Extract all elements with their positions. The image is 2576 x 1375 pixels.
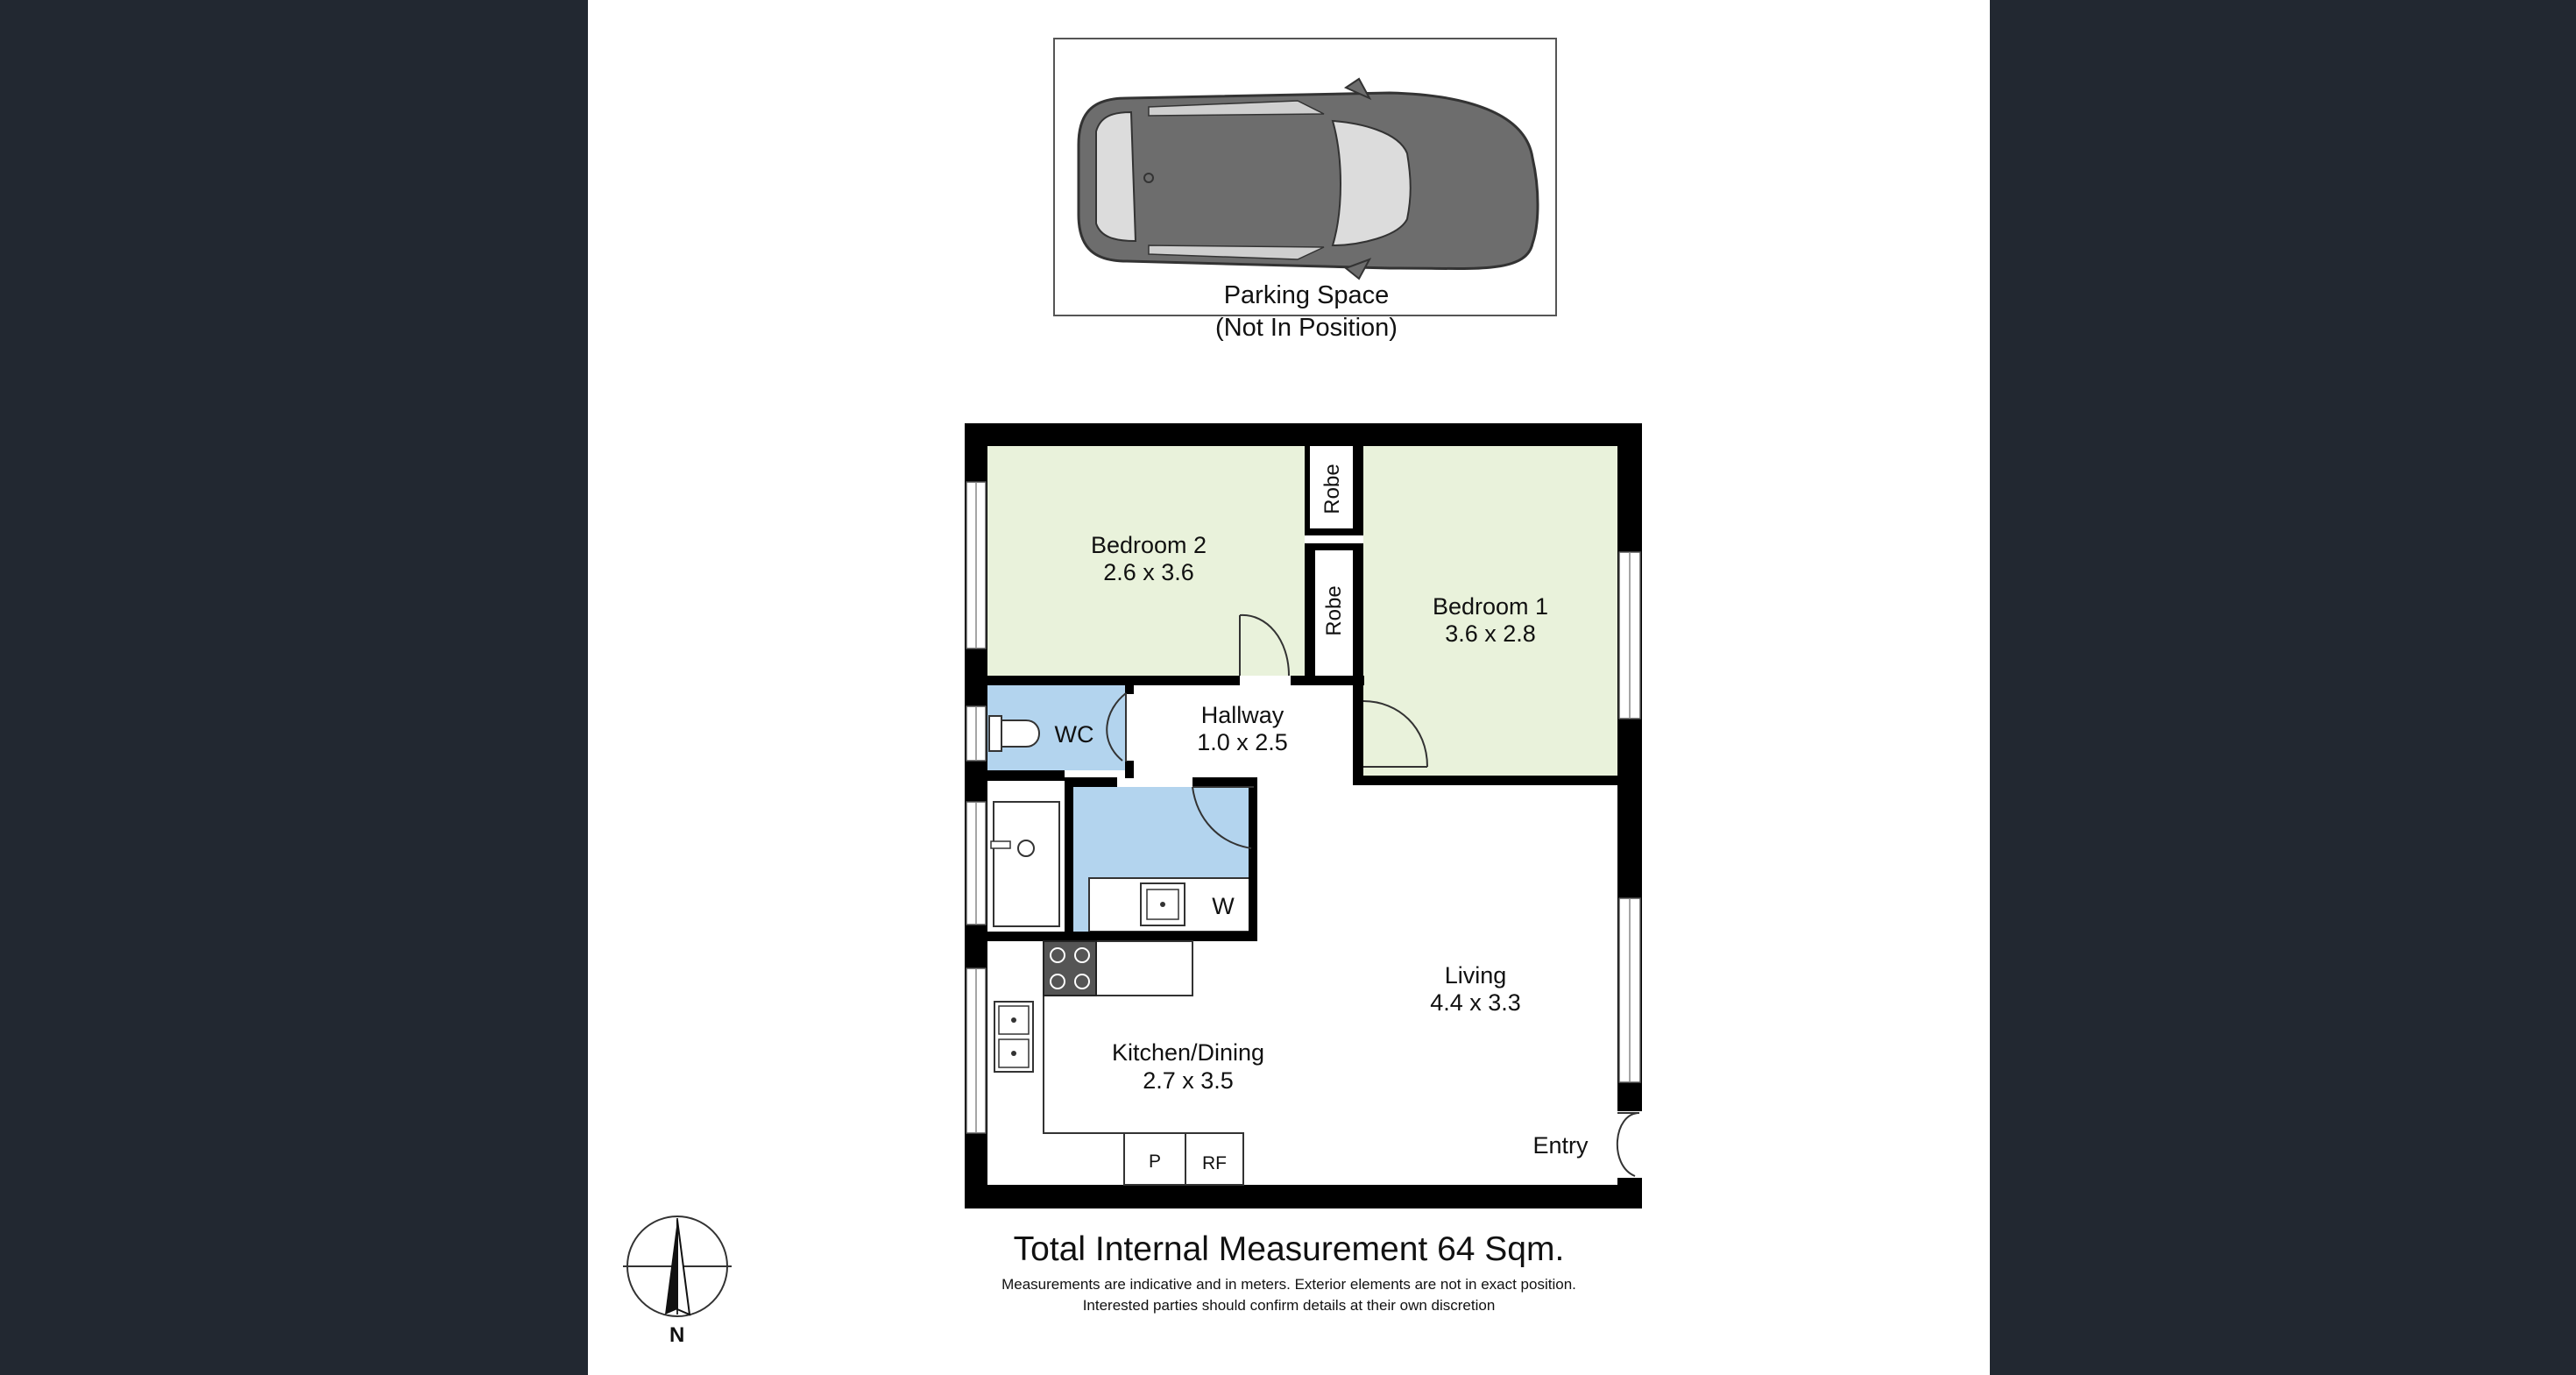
total-internal-measurement: Total Internal Measurement 64 Sqm. bbox=[1013, 1230, 1565, 1268]
pantry-box bbox=[1123, 1132, 1186, 1186]
parking-space-note: (Not In Position) bbox=[1215, 314, 1398, 342]
floor-plan-drawing bbox=[623, 38, 1642, 1317]
bedroom1-fill bbox=[1363, 446, 1617, 776]
fridge-box bbox=[1185, 1132, 1244, 1186]
robe-top-label: Robe bbox=[1320, 464, 1344, 514]
compass-north-label: N bbox=[669, 1323, 685, 1347]
entry-door-gap bbox=[1617, 1111, 1642, 1178]
disclaimer-line-1: Measurements are indicative and in meter… bbox=[1001, 1276, 1576, 1293]
hallway-name: Hallway bbox=[1200, 702, 1284, 728]
cooktop-icon bbox=[1043, 940, 1097, 996]
pantry-label: P bbox=[1148, 1152, 1161, 1172]
kitchen-size: 2.7 x 3.5 bbox=[1143, 1067, 1234, 1094]
robe-mid-label: Robe bbox=[1322, 585, 1346, 636]
hallway-size: 1.0 x 2.5 bbox=[1197, 729, 1288, 755]
vanity-icon bbox=[990, 801, 1060, 927]
bedroom2-size: 2.6 x 3.6 bbox=[1103, 559, 1194, 585]
bedroom2-door-swing bbox=[1239, 613, 1290, 677]
parking-space-label: Parking Space bbox=[1223, 281, 1390, 309]
entry-door-swing bbox=[1617, 1112, 1640, 1177]
interior-walls bbox=[987, 446, 1617, 941]
laundry-tub-icon bbox=[1140, 882, 1185, 926]
bedroom1-door-swing bbox=[1362, 700, 1428, 768]
laundry-door-swing bbox=[1192, 786, 1254, 849]
disclaimer-line-2: Interested parties should confirm detail… bbox=[1082, 1297, 1496, 1314]
compass-icon bbox=[623, 1216, 732, 1317]
toilet-icon bbox=[988, 715, 1040, 752]
entry-label: Entry bbox=[1532, 1132, 1589, 1159]
bedroom1-name: Bedroom 1 bbox=[1432, 593, 1549, 620]
laundry-label: W bbox=[1212, 893, 1235, 919]
bedroom2-fill bbox=[987, 446, 1305, 676]
car-icon bbox=[1077, 77, 1539, 280]
kitchen-name: Kitchen/Dining bbox=[1111, 1039, 1265, 1066]
bedroom1-size: 3.6 x 2.8 bbox=[1445, 620, 1536, 647]
fridge-label: RF bbox=[1202, 1153, 1227, 1173]
wc-door-swing bbox=[1106, 692, 1127, 762]
bedroom2-name: Bedroom 2 bbox=[1090, 532, 1207, 558]
kitchen-sink-icon bbox=[994, 1001, 1034, 1073]
living-size: 4.4 x 3.3 bbox=[1430, 989, 1521, 1016]
living-name: Living bbox=[1444, 962, 1507, 989]
wc-label: WC bbox=[1054, 721, 1094, 748]
floor-plan-page: Parking Space (Not In Position) Bedroom … bbox=[588, 0, 1990, 1375]
